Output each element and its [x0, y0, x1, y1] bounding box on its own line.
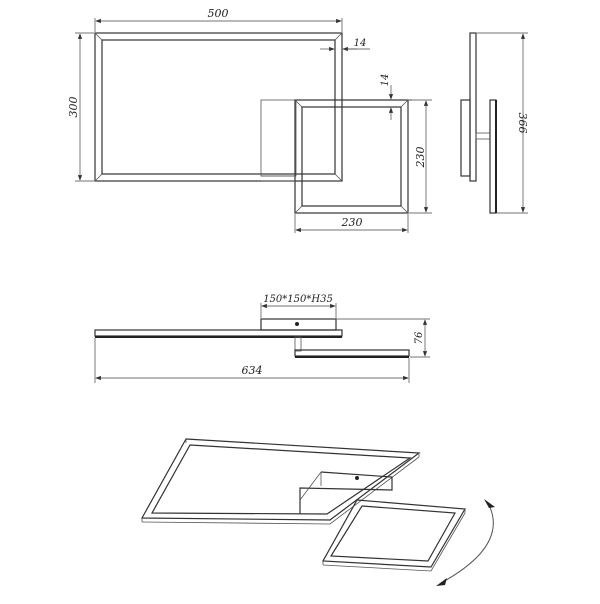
- canopy-screw: [295, 322, 299, 326]
- dim-profile-14-v: 14: [380, 74, 391, 87]
- top-canopy: [260, 318, 337, 331]
- dim-length-634: 634: [242, 364, 263, 377]
- side-view: 366: [460, 32, 529, 214]
- rotate-arrow-icon: [436, 499, 495, 586]
- front-view: 500 300 14 14 230 230: [67, 7, 432, 233]
- top-large-frame: [94, 329, 343, 337]
- dim-width-500: 500: [208, 7, 229, 20]
- top-connector: [294, 336, 302, 352]
- side-large-frame: [469, 32, 477, 182]
- dim-height-300: 300: [67, 97, 80, 118]
- side-canopy: [460, 99, 471, 177]
- dim-small-width-230: 230: [341, 216, 363, 229]
- top-view: 150*150*H35 76 634: [94, 294, 430, 383]
- canopy-outline: [260, 99, 297, 177]
- dim-canopy-150x150xH35: 150*150*H35: [263, 294, 333, 305]
- isometric-view: [140, 438, 495, 586]
- iso-canopy: [299, 471, 393, 514]
- side-connector: [475, 132, 491, 140]
- iso-large-frame: [140, 438, 421, 525]
- top-small-frame: [294, 349, 410, 357]
- dim-total-height-366: 366: [516, 113, 529, 134]
- iso-small-frame: [322, 499, 466, 572]
- iso-canopy-screw: [355, 476, 359, 480]
- dim-small-height-230: 230: [414, 147, 427, 169]
- dim-profile-14-h: 14: [354, 38, 367, 49]
- dim-depth-76: 76: [414, 331, 425, 344]
- small-frame: [261, 99, 409, 214]
